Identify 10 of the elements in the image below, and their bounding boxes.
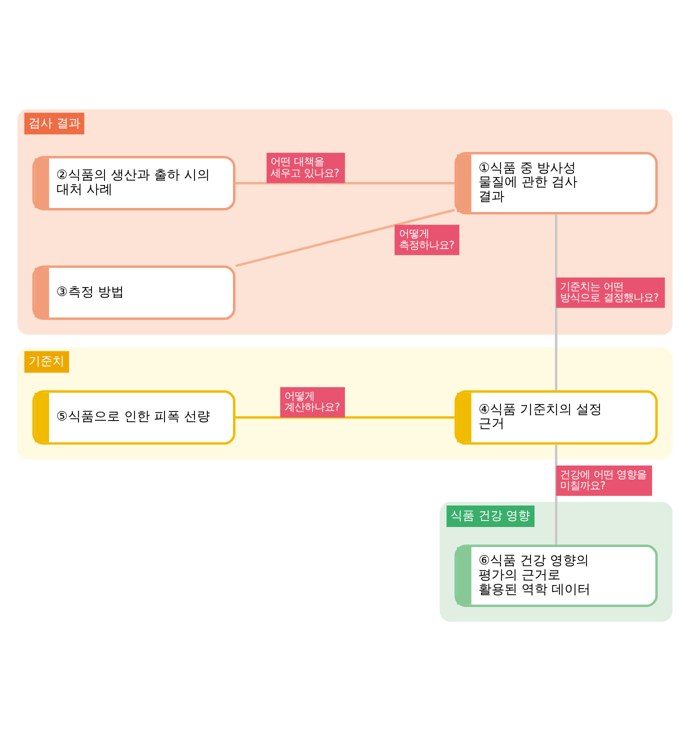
- edge-label: 어떻게 계산하나요?: [284, 390, 340, 414]
- edge-label: 어떻게 측정하나요?: [398, 228, 454, 252]
- edge-label: 어떤 대책을 세우고 있나요?: [270, 156, 340, 180]
- connector: [236, 182, 454, 184]
- connector: [554, 444, 558, 545]
- connector: [554, 214, 558, 390]
- edge-label: 건강에 어떤 영향을 미칠까요?: [560, 468, 647, 492]
- edge-label: 기준치는 어떤 방식으로 결정했나요?: [560, 280, 659, 304]
- connector: [235, 208, 455, 268]
- connector: [236, 416, 454, 419]
